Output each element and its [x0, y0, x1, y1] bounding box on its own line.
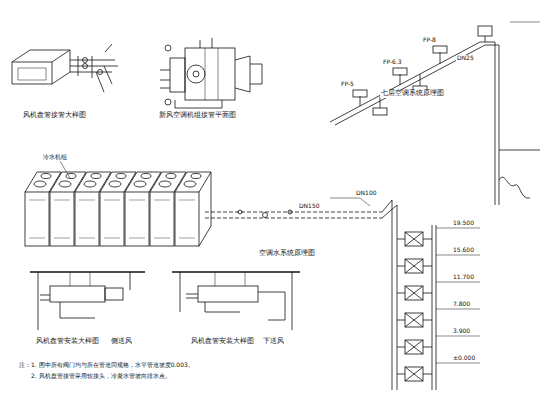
chilled-water-pipes [205, 198, 436, 390]
annotation-label: 注：1. 图中所有阀门均与所在管道同规格，水平管道坡度0.003。 [18, 362, 195, 369]
drawing-title: 侧送风 [110, 338, 133, 346]
drawing-title: 空调水系统原理图 [258, 250, 316, 258]
drawing-title: 下送风 [262, 338, 285, 346]
annotation-label: FP-8 [422, 37, 437, 44]
floor-riser [397, 228, 480, 381]
fan-coil-iso [12, 44, 118, 92]
fcu-install-down [172, 272, 300, 330]
annotation-label: DN150 [298, 203, 321, 210]
annotation-label: FP-6.3 [382, 59, 403, 66]
fcu-install-side [30, 272, 145, 330]
annotation-label: DN25 [456, 55, 475, 62]
annotation-label: 11.700 [452, 274, 475, 281]
floor-system-diagram [330, 22, 540, 205]
annotation-label: 15.600 [452, 247, 475, 254]
annotation-label: 3.900 [452, 328, 471, 335]
drawing-title: 风机盘管安装大样图 [35, 338, 100, 346]
drawing-title: 七层空调系统原理图 [380, 90, 445, 98]
annotation-label: FP-5 [340, 81, 355, 88]
annotation-label: 19.500 [452, 220, 475, 227]
fresh-air-unit-plan [160, 38, 262, 108]
annotation-label: DN100 [355, 190, 378, 197]
drawing-title: 风机盘管安装大样图 [190, 338, 255, 346]
chiller-modules [25, 172, 211, 246]
annotation-label: 冷水机组 [42, 154, 68, 161]
drawing-title: 风机盘管接管大样图 [22, 112, 87, 120]
drawing-title: 新风空调机组接管平面图 [158, 112, 237, 120]
leader-line [60, 161, 70, 178]
annotation-label: 2. 风机盘管接管采用软接头，冷凝水管坡向排水点。 [30, 373, 172, 380]
annotation-label: ±0.000 [452, 355, 476, 362]
annotation-label: 7.800 [452, 301, 471, 308]
